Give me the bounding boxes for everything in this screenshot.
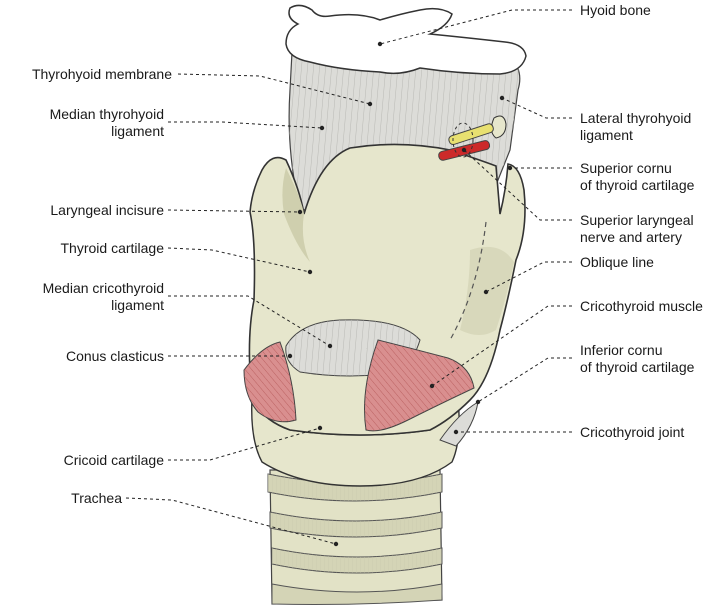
- label-superior-cornu: Superior cornu of thyroid cartilage: [580, 160, 695, 193]
- label-inferior-cornu: Inferior cornu of thyroid cartilage: [580, 342, 695, 375]
- cricothyroid-muscle-shapes: [243, 339, 475, 432]
- label-oblique-line: Oblique line: [580, 254, 654, 270]
- trachea-shape: [267, 469, 443, 605]
- label-trachea: Trachea: [71, 490, 122, 506]
- label-lateral-thyrohyoid-ligament: Lateral thyrohyoid ligament: [580, 110, 692, 143]
- label-hyoid-bone: Hyoid bone: [580, 2, 651, 18]
- label-cricoid-cartilage: Cricoid cartilage: [63, 452, 164, 468]
- label-cricothyroid-muscle: Cricothyroid muscle: [580, 298, 703, 314]
- label-median-thyrohyoid-ligament: Median thyrohyoid ligament: [49, 106, 164, 139]
- label-thyroid-cartilage: Thyroid cartilage: [60, 240, 165, 256]
- label-thyrohyoid-membrane: Thyrohyoid membrane: [31, 66, 172, 82]
- label-superior-laryngeal-nerve-artery: Superior laryngeal nerve and artery: [580, 212, 694, 245]
- label-median-cricothyroid-ligament: Median cricothyroid ligament: [42, 280, 164, 313]
- label-conus-clasticus: Conus clasticus: [65, 348, 164, 364]
- label-cricothyroid-joint: Cricothyroid joint: [580, 424, 685, 440]
- label-laryngeal-incisure: Laryngeal incisure: [50, 202, 164, 218]
- hyoid-bone-shape: [285, 4, 527, 75]
- leader-lines: [125, 9, 572, 545]
- target-dots: [287, 41, 513, 547]
